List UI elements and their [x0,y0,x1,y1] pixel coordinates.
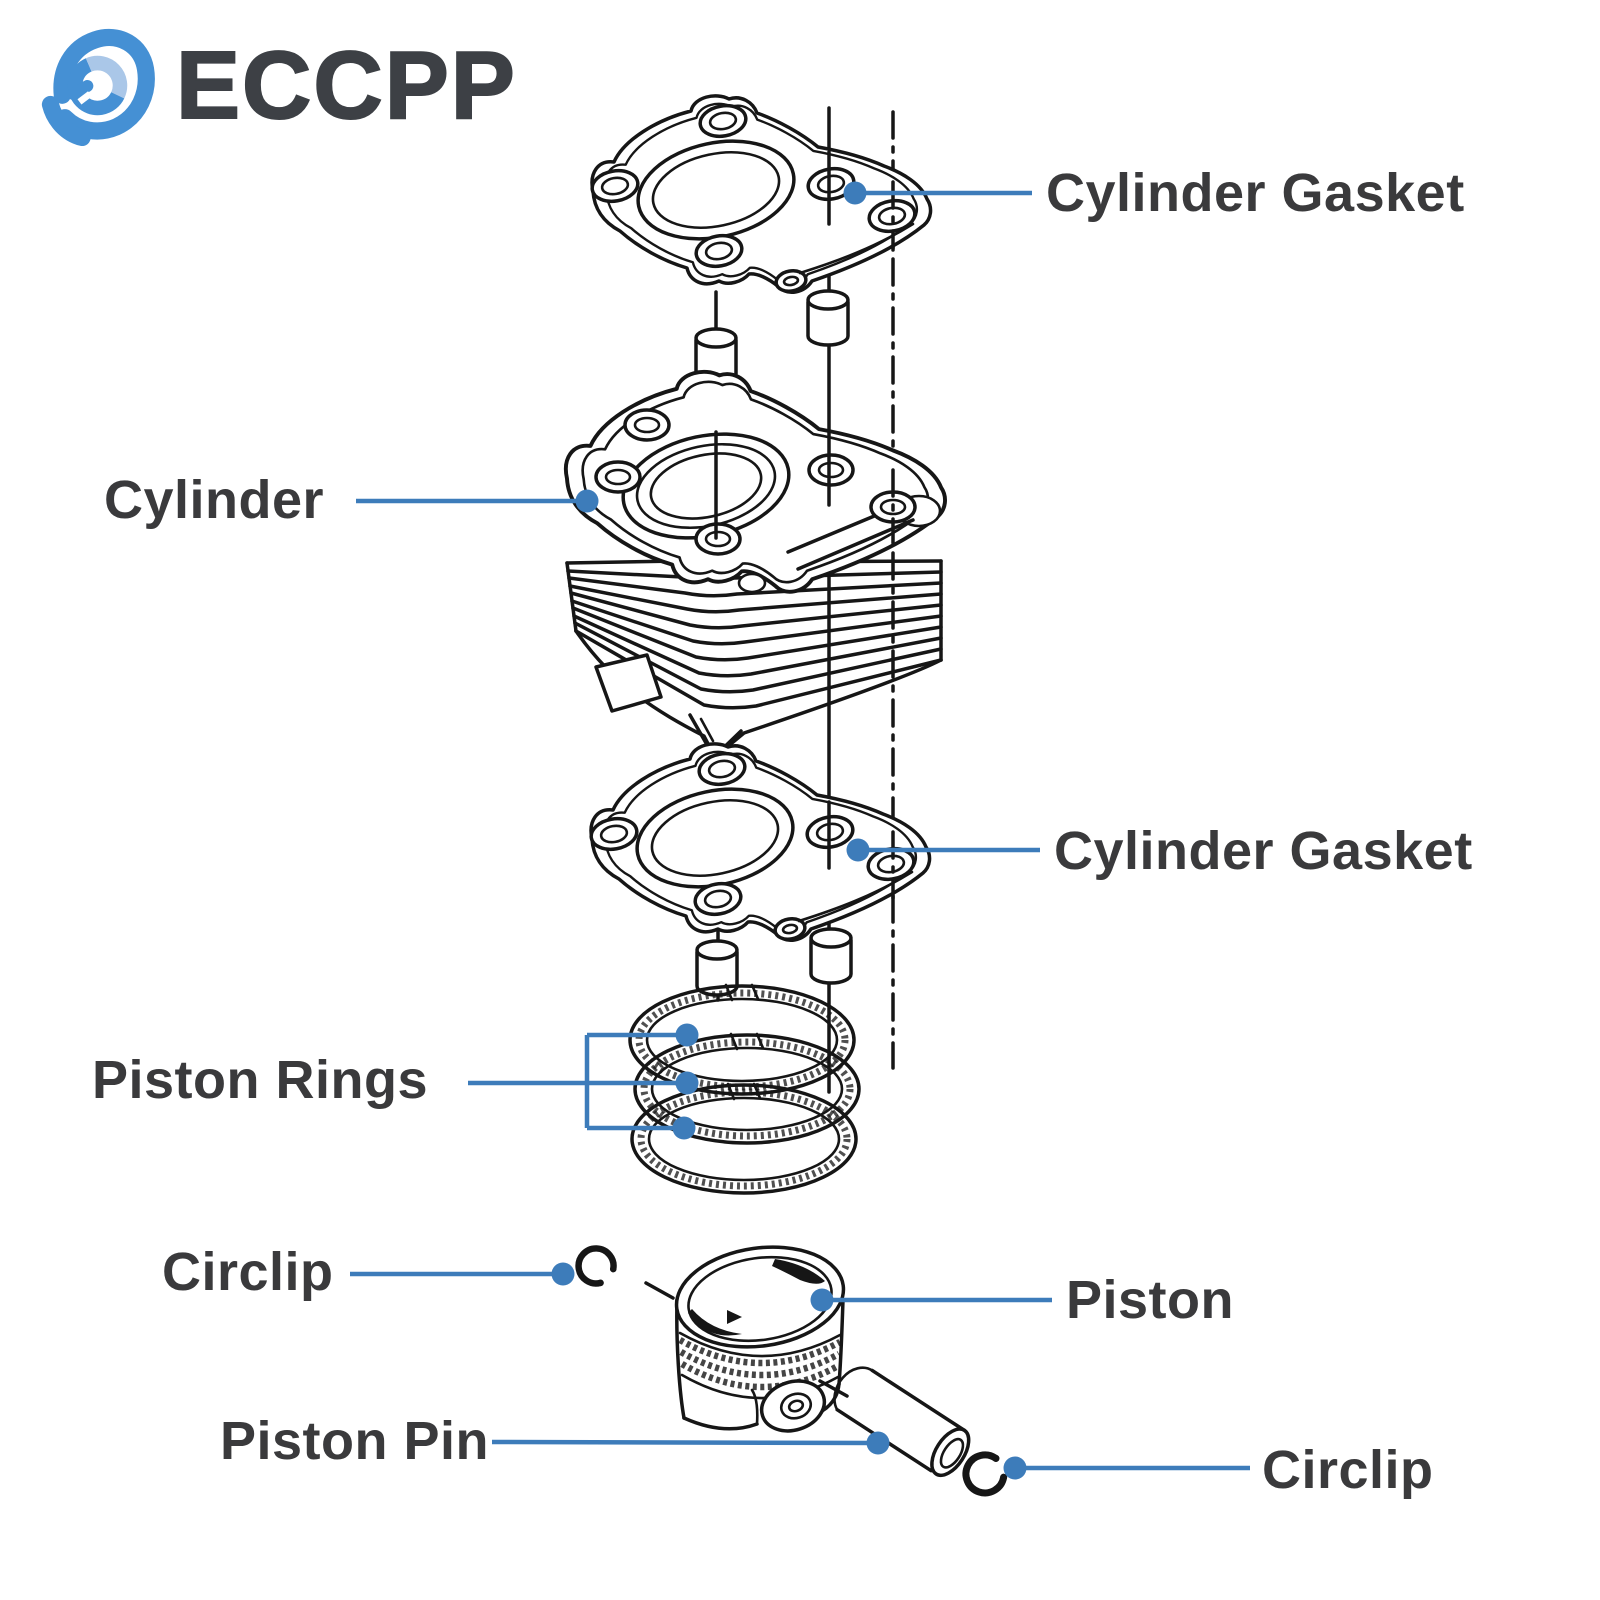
alignment-tick-right [818,1379,849,1398]
leader-piston-rings [468,1023,699,1140]
dowel-pins-upper [694,289,850,385]
label-cylinder-gasket-top: Cylinder Gasket [1046,163,1465,223]
leader-circlip-left [350,1262,575,1286]
leader-cylinder-gasket-top [843,181,1032,205]
eccpp-hex-wrench-logo-icon [41,28,155,147]
label-piston: Piston [1066,1270,1235,1330]
brand-logo: ECCPP [28,20,517,152]
cylinder-drawing [563,369,947,759]
piston-drawing [674,1245,846,1433]
alignment-tick-left [644,1281,675,1300]
label-cylinder: Cylinder [104,470,325,530]
label-piston-pin: Piston Pin [220,1411,490,1471]
piston-pin-drawing [833,1366,971,1478]
leader-circlip-right [1003,1456,1250,1480]
label-cylinder-gasket-mid: Cylinder Gasket [1054,821,1473,881]
label-piston-rings: Piston Rings [92,1050,429,1110]
leader-piston-pin [491,1431,890,1455]
piston-rings-drawing [630,985,859,1193]
cylinder-gasket-mid-drawing [589,744,930,942]
circlip-left-drawing [572,1242,622,1291]
leader-cylinder-gasket-mid [846,838,1040,862]
leader-piston [810,1288,1052,1312]
leader-cylinder [356,489,599,513]
brand-name: ECCPP [175,31,517,140]
label-circlip-left: Circlip [162,1242,334,1302]
label-circlip-right: Circlip [1262,1440,1434,1500]
